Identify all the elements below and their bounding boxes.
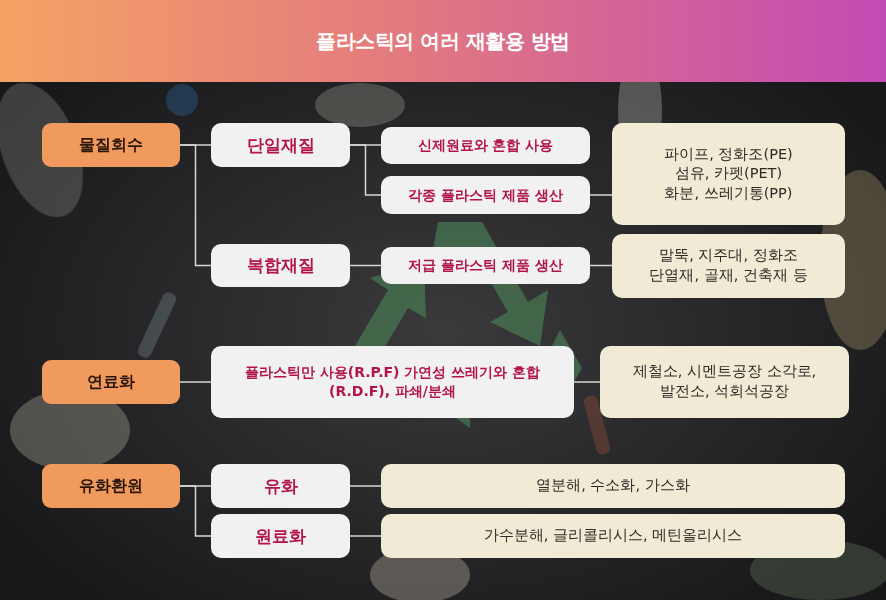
node-label: 파이프, 정화조(PE) 섬유, 카펫(PET) 화분, 쓰레기통(PP) xyxy=(657,145,799,204)
connector xyxy=(350,535,381,537)
title: 플라스틱의 여러 재활용 방법 xyxy=(316,28,569,55)
process-box: 신제원료와 혼합 사용 xyxy=(381,127,590,164)
material-box: 유화 xyxy=(211,464,350,508)
category-box: 연료화 xyxy=(42,360,180,404)
node-label: 단일재질 xyxy=(247,134,315,157)
connector xyxy=(350,265,381,267)
node-label: 플라스틱만 사용(R.P.F) 가연성 쓰레기와 혼합(R.D.F), 파쇄/분… xyxy=(221,363,564,401)
result-box: 말뚝, 지주대, 정화조 단열재, 골재, 건축재 등 xyxy=(612,234,845,298)
node-label: 가수분해, 글리콜리시스, 메틴올리시스 xyxy=(484,526,742,546)
node-label: 물질회수 xyxy=(79,134,143,156)
node-label: 연료화 xyxy=(87,371,135,393)
result-box: 열분해, 수소화, 가스화 xyxy=(381,464,845,508)
process-box: 저급 플라스틱 제품 생산 xyxy=(381,247,590,284)
plastic-litter xyxy=(0,50,886,600)
result-box: 파이프, 정화조(PE) 섬유, 카펫(PET) 화분, 쓰레기통(PP) xyxy=(612,123,845,225)
node-label: 저급 플라스틱 제품 생산 xyxy=(408,256,563,275)
category-box: 유화환원 xyxy=(42,464,180,508)
process-box: 플라스틱만 사용(R.P.F) 가연성 쓰레기와 혼합(R.D.F), 파쇄/분… xyxy=(211,346,574,418)
result-box: 제철소, 시멘트공장 소각로, 발전소, 석회석공장 xyxy=(600,346,849,418)
connector xyxy=(350,145,381,195)
material-box: 단일재질 xyxy=(211,123,350,167)
connector xyxy=(180,486,211,536)
title-bar: 플라스틱의 여러 재활용 방법 xyxy=(0,0,886,82)
connector xyxy=(180,145,211,266)
connector xyxy=(180,381,211,383)
connector xyxy=(350,485,381,487)
bottle-shape xyxy=(315,83,405,127)
recycle-arrow xyxy=(430,222,548,346)
material-box: 복합재질 xyxy=(211,244,350,287)
node-label: 신제원료와 혼합 사용 xyxy=(418,136,554,155)
cap-shape xyxy=(166,84,198,116)
connector xyxy=(590,265,612,267)
node-label: 열분해, 수소화, 가스화 xyxy=(536,476,689,496)
node-label: 말뚝, 지주대, 정화조 단열재, 골재, 건축재 등 xyxy=(647,246,809,285)
node-label: 유화 xyxy=(264,475,298,498)
process-box: 각종 플라스틱 제품 생산 xyxy=(381,176,590,214)
connector xyxy=(590,194,612,196)
node-label: 복합재질 xyxy=(247,254,315,277)
result-box: 가수분해, 글리콜리시스, 메틴올리시스 xyxy=(381,514,845,558)
node-label: 각종 플라스틱 제품 생산 xyxy=(408,186,563,205)
connector xyxy=(574,381,600,383)
material-box: 원료화 xyxy=(211,514,350,558)
node-label: 제철소, 시멘트공장 소각로, 발전소, 석회석공장 xyxy=(610,362,839,401)
battery-shape xyxy=(136,290,178,359)
node-label: 원료화 xyxy=(255,525,306,548)
category-box: 물질회수 xyxy=(42,123,180,167)
node-label: 유화환원 xyxy=(79,475,143,497)
